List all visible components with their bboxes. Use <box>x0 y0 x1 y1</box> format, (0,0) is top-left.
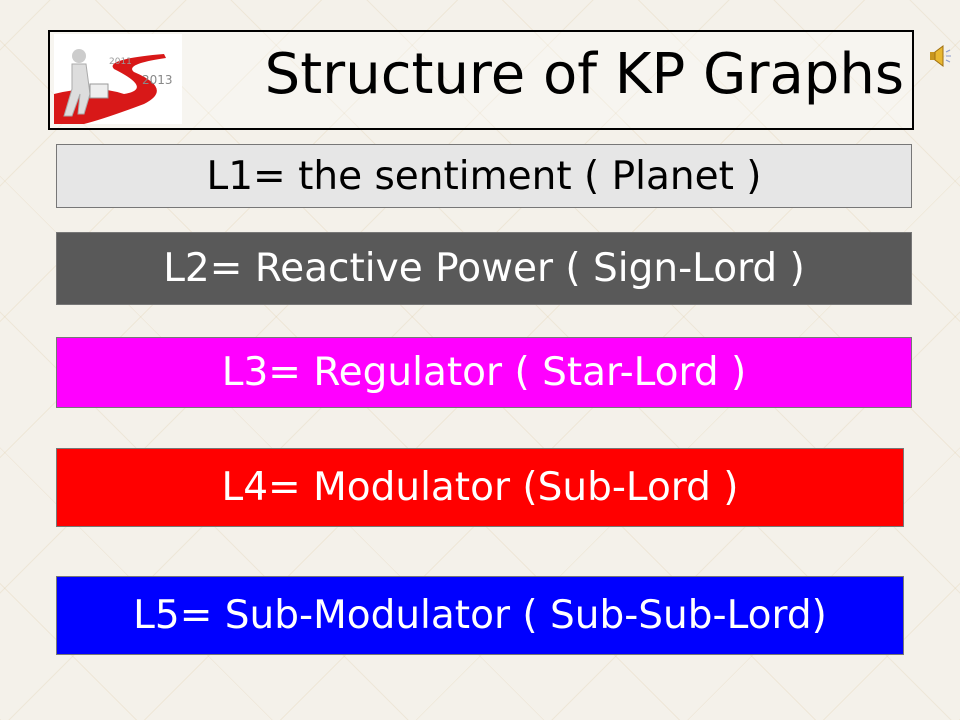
level-4-box: L4= Modulator (Sub-Lord ) <box>56 448 904 527</box>
level-3-box: L3= Regulator ( Star-Lord ) <box>56 337 912 408</box>
level-2-box: L2= Reactive Power ( Sign-Lord ) <box>56 232 912 305</box>
career-path-image: 2011 2013 <box>54 34 182 124</box>
level-3-label: L3= Regulator ( Star-Lord ) <box>221 350 747 395</box>
level-1-box: L1= the sentiment ( Planet ) <box>56 144 912 208</box>
year-label: 2011 <box>109 57 132 67</box>
slide-title: Structure of KP Graphs <box>264 42 904 107</box>
level-5-label: L5= Sub-Modulator ( Sub-Sub-Lord) <box>133 593 827 638</box>
title-box: 2011 2013 Structure of KP Graphs <box>48 30 914 130</box>
level-4-label: L4= Modulator (Sub-Lord ) <box>221 465 739 510</box>
year-label: 2013 <box>142 73 173 87</box>
speaker-icon[interactable] <box>928 44 952 68</box>
level-1-label: L1= the sentiment ( Planet ) <box>206 153 762 199</box>
level-5-box: L5= Sub-Modulator ( Sub-Sub-Lord) <box>56 576 904 655</box>
level-2-label: L2= Reactive Power ( Sign-Lord ) <box>163 246 805 291</box>
